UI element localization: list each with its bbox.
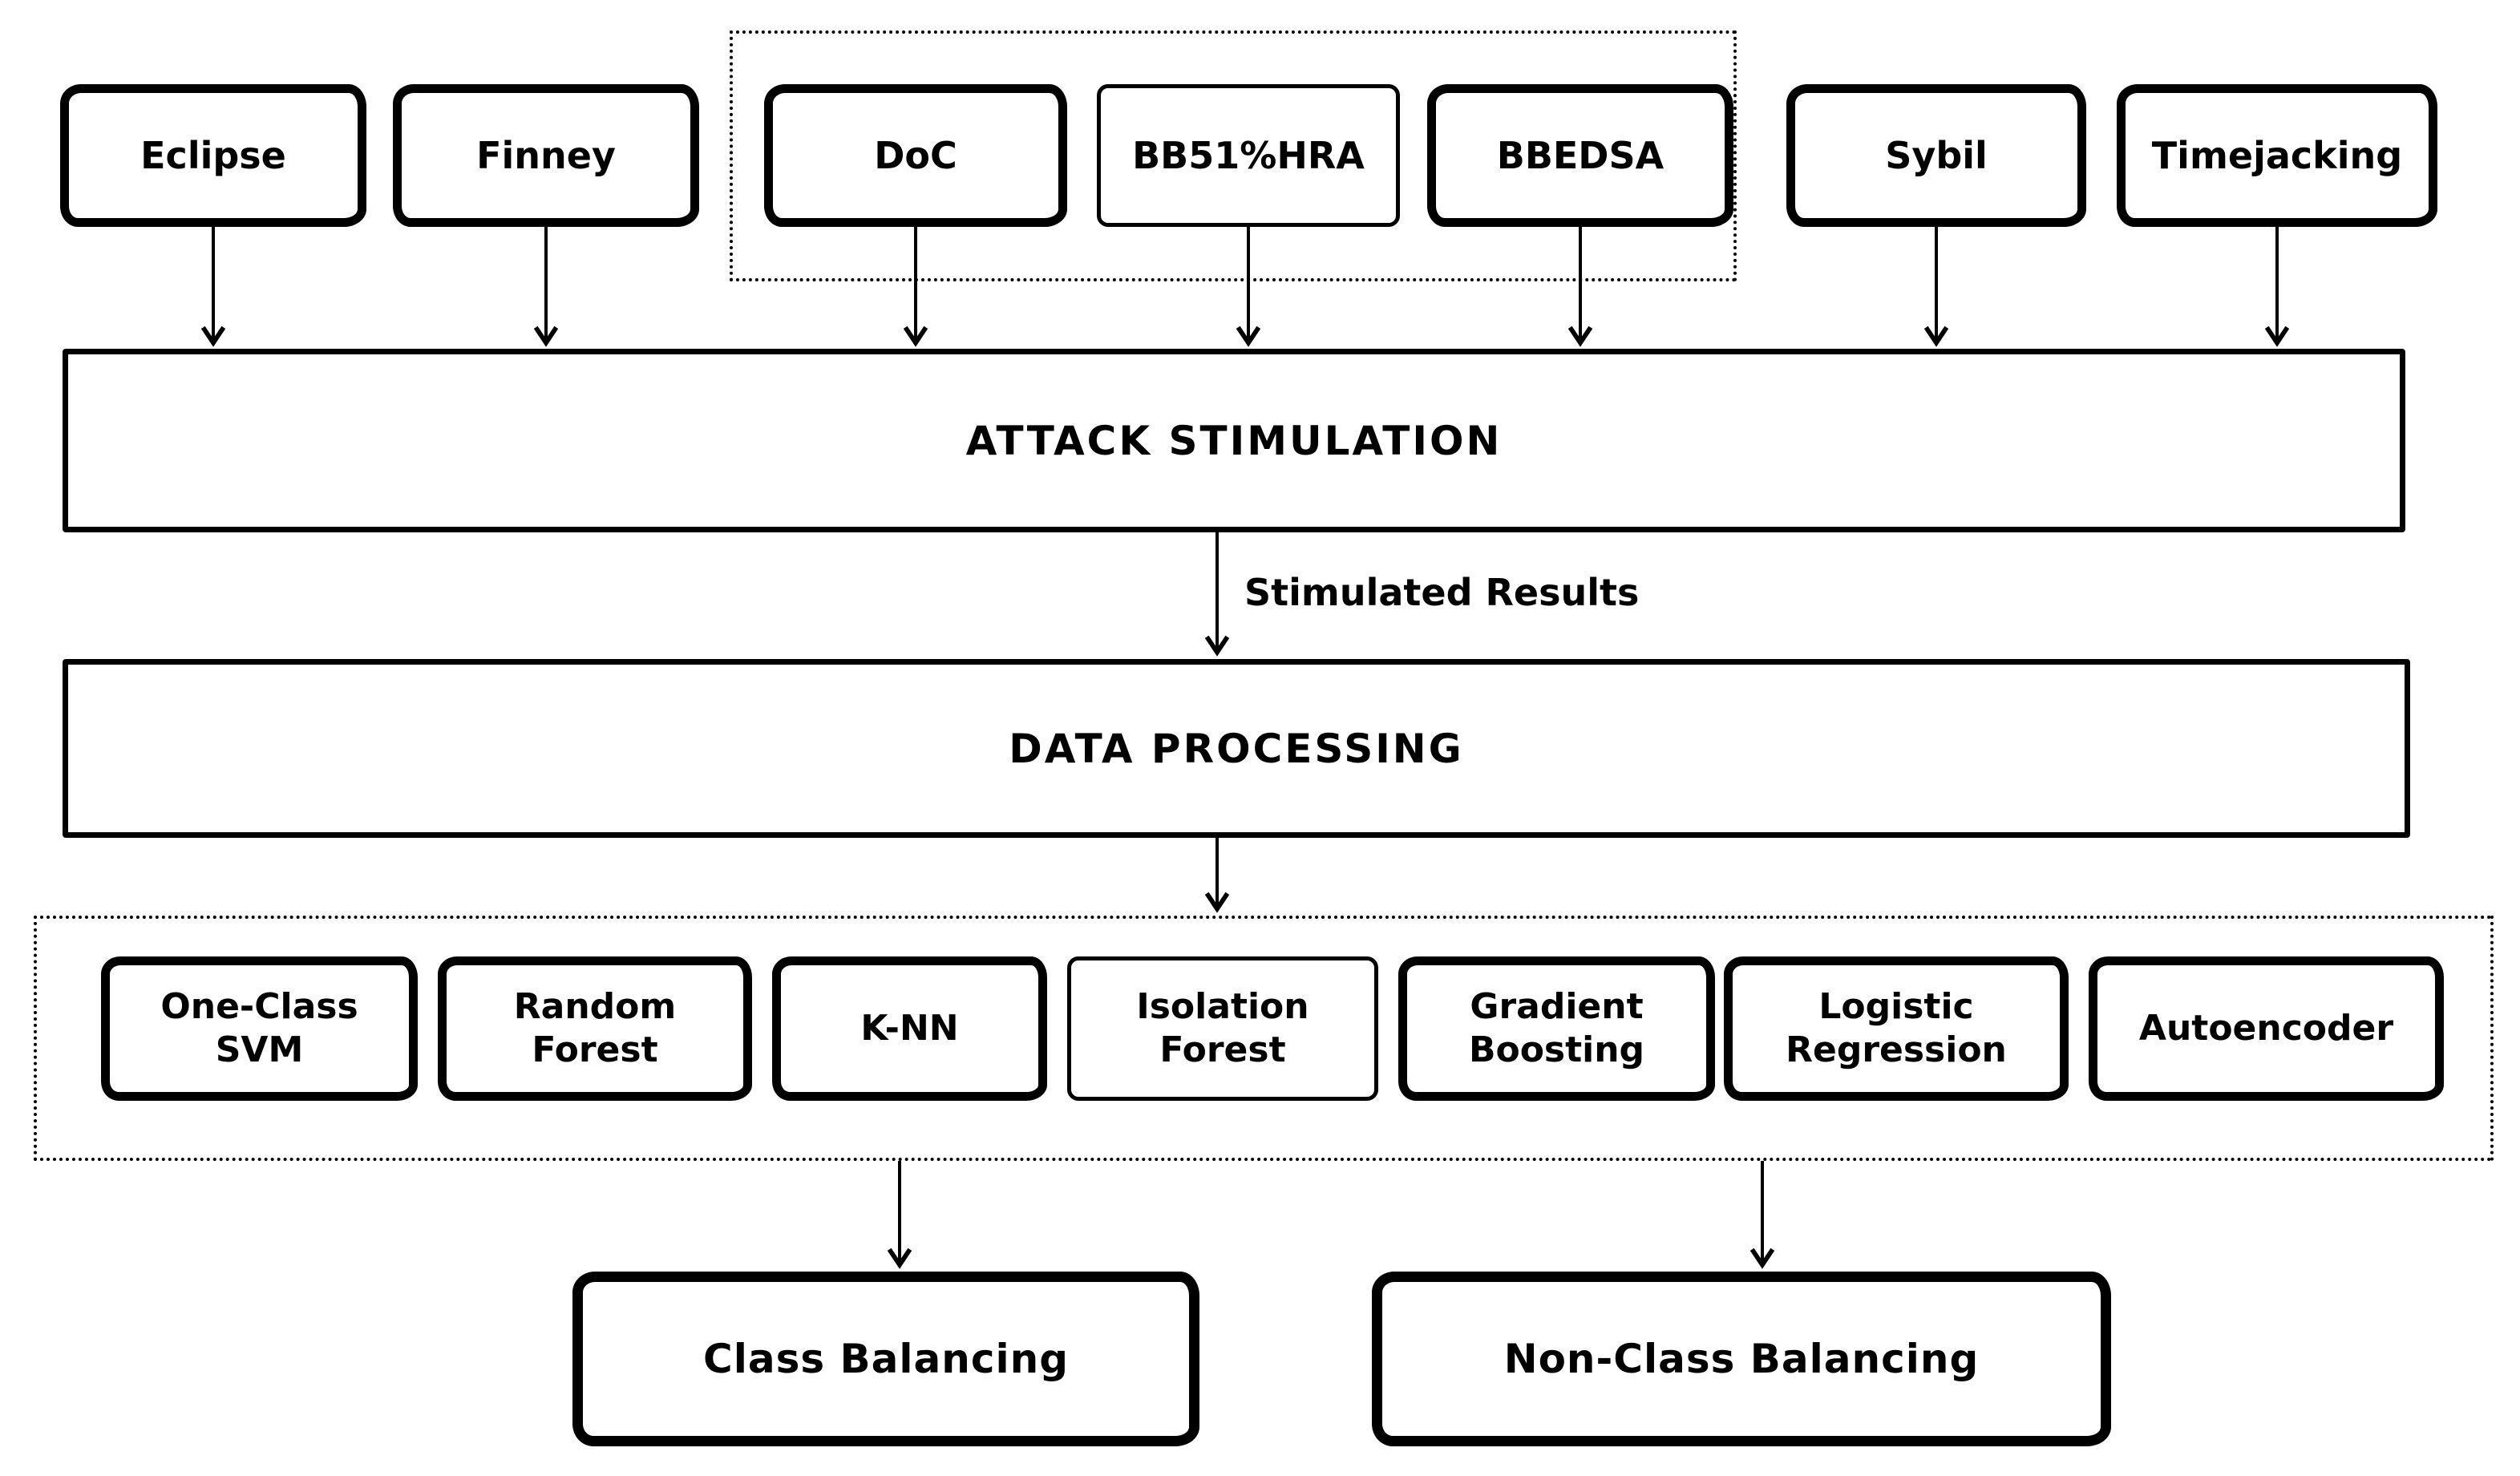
class-balancing-label: Class Balancing [703, 1336, 1069, 1382]
attack-box-label: BBEDSA [1496, 134, 1664, 177]
dotted-group-models [34, 916, 2494, 1161]
model-box-label: Autoencoder [2138, 1008, 2394, 1049]
dotted-group-chain-attacks [730, 30, 1737, 281]
model-box-label: Gradient Boosting [1468, 986, 1645, 1070]
model-box-autoencoder: Autoencoder [2089, 956, 2444, 1101]
data-processing-box: DATA PROCESSING [63, 659, 2410, 838]
model-box-gradient-boosting: Gradient Boosting [1398, 956, 1715, 1101]
attack-simulation-box: ATTACK STIMULATION [63, 349, 2405, 532]
model-box-label: K-NN [860, 1008, 959, 1049]
attack-box-timejacking: Timejacking [2117, 84, 2437, 227]
model-box-isolation-forest: Isolation Forest [1067, 956, 1378, 1101]
attack-box-eclipse: Eclipse [60, 84, 366, 227]
non-class-balancing-label: Non-Class Balancing [1503, 1336, 1980, 1382]
attack-box-label: Timejacking [2151, 134, 2403, 177]
model-box-label: Logistic Regression [1786, 986, 2007, 1070]
attack-box-doc: DoC [764, 84, 1067, 227]
class-balancing-box: Class Balancing [572, 1272, 1199, 1446]
model-box-one-class-svm: One-Class SVM [101, 956, 418, 1101]
non-class-balancing-box: Non-Class Balancing [1372, 1272, 2111, 1446]
model-box-random-forest: Random Forest [438, 956, 752, 1101]
model-box-knn: K-NN [772, 956, 1047, 1101]
model-box-label: Random Forest [513, 986, 677, 1070]
model-box-label: One-Class SVM [160, 986, 358, 1070]
attack-box-finney: Finney [393, 84, 699, 227]
attack-box-bbedsa: BBEDSA [1427, 84, 1733, 227]
stimulated-results-label: Stimulated Results [1244, 571, 1640, 614]
attack-box-label: BB51%HRA [1132, 134, 1365, 177]
attack-box-label: DoC [874, 134, 957, 177]
attack-box-label: Sybil [1885, 134, 1988, 177]
attack-box-sybil: Sybil [1786, 84, 2086, 227]
attack-box-label: Eclipse [140, 134, 286, 177]
model-box-label: Isolation Forest [1136, 986, 1309, 1070]
attack-box-label: Finney [476, 134, 616, 177]
attack-box-bb51hra: BB51%HRA [1097, 84, 1400, 227]
attack-simulation-label: ATTACK STIMULATION [965, 417, 1503, 464]
model-box-logistic-regression: Logistic Regression [1724, 956, 2069, 1101]
data-processing-label: DATA PROCESSING [1009, 725, 1464, 772]
